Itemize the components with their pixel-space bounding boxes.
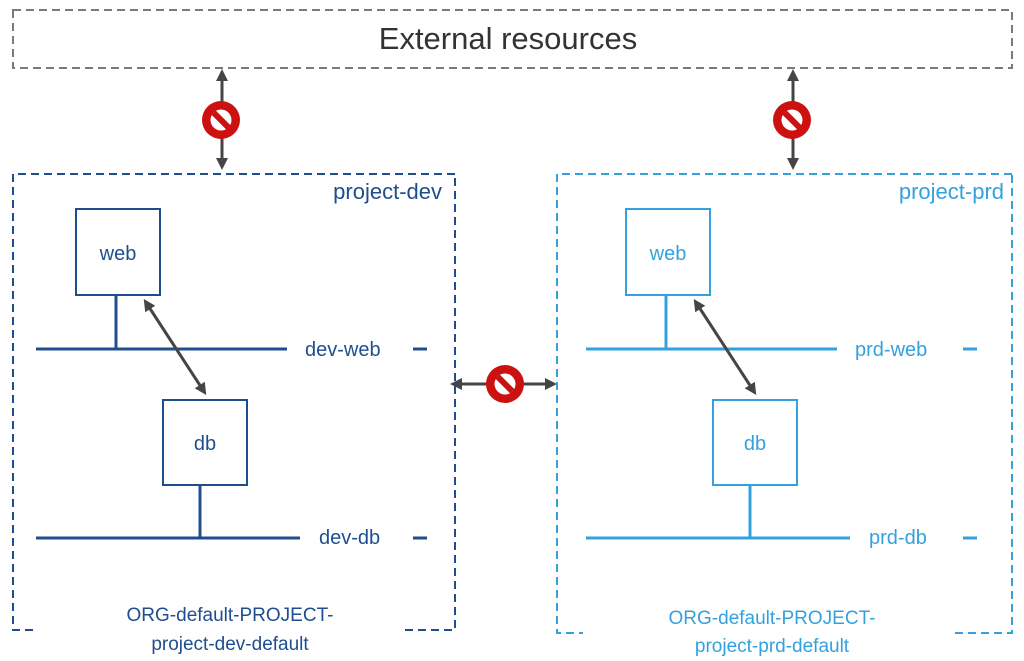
project-prd-title: project-prd [899, 179, 1004, 204]
dev-web-network-label: dev-web [305, 339, 381, 361]
prd-db-network-label: prd-db [869, 527, 927, 549]
project-dev: project-dev dev-web dev-db web db ORG-de… [12, 173, 456, 655]
dev-web-db-arrow-icon [143, 298, 207, 396]
dev-db-vm [162, 399, 248, 486]
external-resources-box: External resources [12, 9, 1013, 69]
project-prd: project-prd prd-web prd-db web db ORG-de… [556, 173, 1013, 657]
dev-external-blocked-icon [202, 101, 240, 139]
prd-db-vm [712, 399, 798, 486]
inter-project-blocked-icon [486, 365, 524, 403]
prd-db-vm-label: db [744, 433, 766, 455]
dev-db-vm-label: db [194, 433, 216, 455]
external-resources-label: External resources [379, 21, 637, 56]
prd-segment-name-line1: ORG-default-PROJECT- [669, 608, 876, 629]
dev-segment-name-line1: ORG-default-PROJECT- [127, 605, 334, 626]
prd-web-vm [625, 208, 711, 296]
dev-db-network-label: dev-db [319, 527, 380, 549]
prd-web-vm-label: web [649, 243, 687, 265]
prd-segment-name-line2: project-prd-default [695, 636, 850, 657]
prd-external-blocked-icon [773, 101, 811, 139]
dev-segment-name-line2: project-dev-default [151, 634, 309, 655]
prd-web-network-label: prd-web [855, 339, 927, 361]
project-dev-title: project-dev [333, 179, 442, 204]
dev-web-vm [75, 208, 161, 296]
prd-web-db-arrow-icon [693, 298, 757, 396]
dev-web-vm-label: web [99, 243, 137, 265]
